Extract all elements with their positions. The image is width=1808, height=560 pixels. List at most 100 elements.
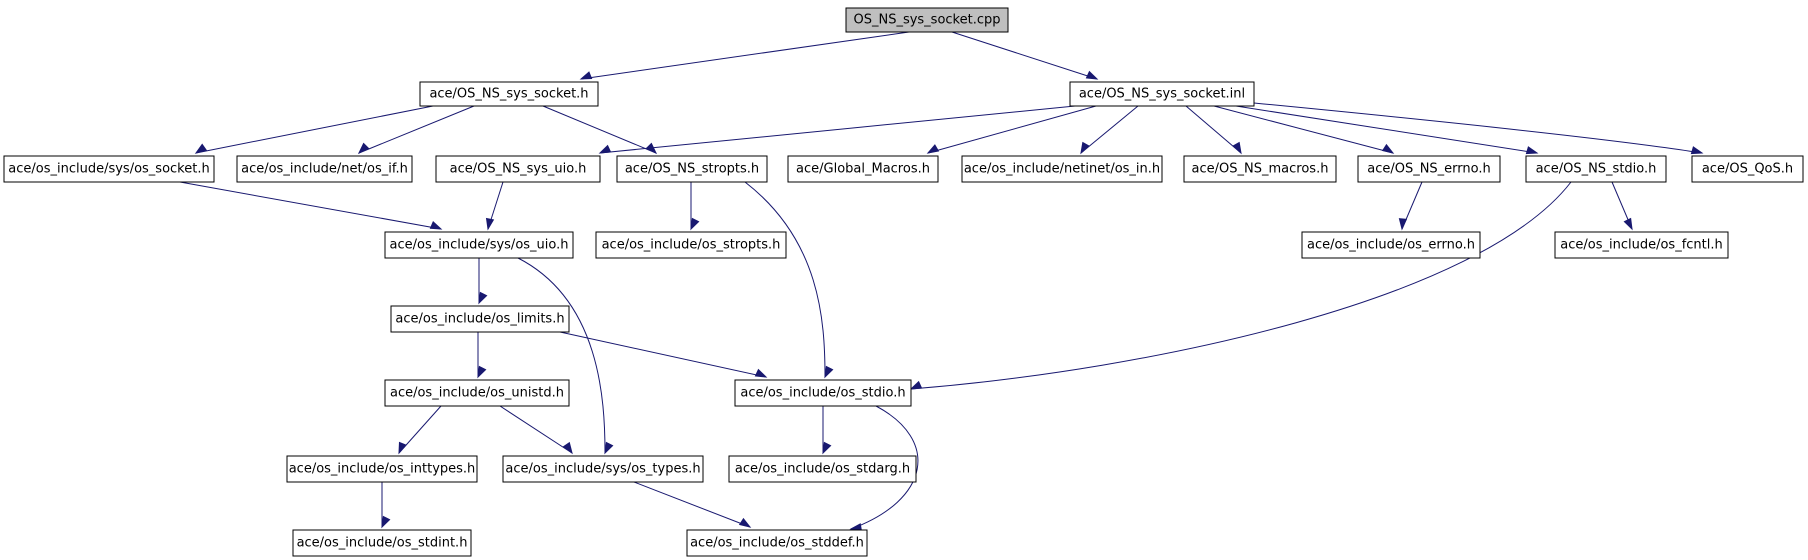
edge-sock-inl-to-qos [1253,102,1704,155]
node-label: ace/OS_NS_sys_uio.h [450,162,587,177]
node-os-errno-h[interactable]: ace/os_include/os_errno.h [1301,231,1481,259]
edge-os-stdio-to-os-stdarg [822,406,832,455]
arrowhead [478,291,488,305]
edge-line [633,481,751,528]
edge-line [580,31,910,80]
arrowhead [690,217,700,231]
edge-sock-inl-to-global-macros [926,105,1097,154]
node-label: ace/os_include/os_stdio.h [740,386,905,401]
node-label: ace/os_include/net/os_if.h [241,162,408,177]
edge-ns-errno-to-os-errno [1398,181,1423,231]
node-os-inttypes-h[interactable]: ace/os_include/os_inttypes.h [286,455,478,483]
node-ace-os-ns-sys-uio-h[interactable]: ace/OS_NS_sys_uio.h [435,155,601,183]
node-label: ace/os_include/os_errno.h [1307,238,1475,253]
node-os-unistd-h[interactable]: ace/os_include/os_unistd.h [384,379,570,407]
edge-os-inttypes-to-os-stdint [381,482,391,529]
edge-sock-inl-to-ns-stdio [1235,105,1539,155]
edge-sys-os-socket-to-sys-os-uio [179,181,443,230]
arrowhead [1381,143,1395,154]
edge-line [1080,105,1139,154]
edge-line [599,105,1076,154]
node-sys-os-uio-h[interactable]: ace/os_include/sys/os_uio.h [384,231,574,259]
edge-line [499,405,573,454]
edge-line [744,181,826,378]
edge-line [951,31,1098,80]
edge-ns-stdio-to-os-fcntl [1611,181,1633,231]
arrowhead [357,142,370,155]
arrowhead [429,220,443,230]
edge-stropts-to-os-stropts [690,182,700,231]
arrowhead [398,441,407,455]
arrowhead [824,365,834,379]
arrowhead [1690,146,1704,155]
edge-sock-inl-to-sys-uio [598,105,1076,154]
node-os-fcntl-h[interactable]: ace/os_include/os_fcntl.h [1554,231,1729,259]
arrowhead [194,143,208,154]
edge-sock-h-to-sys-os-socket [194,105,434,154]
node-label: ace/OS_NS_stdio.h [1536,162,1657,177]
node-sys-os-socket-h[interactable]: ace/os_include/sys/os_socket.h [3,155,215,183]
node-label: ace/OS_NS_macros.h [1192,162,1329,177]
node-label: ace/OS_NS_sys_socket.h [429,87,588,102]
node-label: ace/OS_NS_errno.h [1367,162,1491,177]
arrowhead [604,441,614,455]
node-label: ace/os_include/sys/os_socket.h [8,162,209,177]
node-label: ace/os_include/os_limits.h [395,312,564,327]
arrowhead [822,441,832,455]
node-os-stropts-h[interactable]: ace/os_include/os_stropts.h [595,231,787,259]
arrowhead [926,144,940,154]
node-label: ace/os_include/netinet/os_in.h [964,162,1160,177]
node-ace-global-macros-h[interactable]: ace/Global_Macros.h [787,155,939,183]
node-netinet-os-in-h[interactable]: ace/os_include/netinet/os_in.h [961,155,1163,183]
node-label: ace/OS_NS_sys_socket.inl [1079,87,1245,102]
node-ace-os-ns-stdio-h[interactable]: ace/OS_NS_stdio.h [1525,155,1667,183]
node-os-stdio-h[interactable]: ace/os_include/os_stdio.h [734,379,912,407]
edge-line [910,181,1572,390]
node-label: OS_NS_sys_socket.cpp [853,13,1000,28]
edge-stropts-to-os-stdio [744,181,834,379]
graph-edges [179,31,1704,532]
arrowhead [909,380,923,390]
node-os-stdarg-h[interactable]: ace/os_include/os_stdarg.h [728,455,917,483]
node-label: ace/os_include/os_unistd.h [390,386,564,401]
node-os-stddef-h[interactable]: ace/os_include/os_stddef.h [686,529,868,557]
edge-ns-stdio-to-os-stdio [909,181,1572,390]
node-sys-os-types-h[interactable]: ace/os_include/sys/os_types.h [502,455,704,483]
edge-sys-uio-h-to-sys-os-uio [485,181,504,231]
edge-sys-os-uio-to-sys-os-types [517,257,614,455]
edge-sys-os-types-to-os-stddef [633,481,752,528]
arrowhead [1525,146,1539,155]
edge-line [1253,102,1703,154]
edge-sys-os-uio-to-os-limits [478,258,488,305]
node-ace-os-ns-sys-socket-h[interactable]: ace/OS_NS_sys_socket.h [419,81,599,107]
edge-line [195,105,434,154]
edge-os-unistd-to-os-inttypes [398,405,442,455]
edge-line [1213,105,1394,154]
edge-line [850,405,919,530]
arrowhead [562,441,573,455]
node-label: ace/OS_NS_stropts.h [625,162,759,177]
graph-nodes: OS_NS_sys_socket.cpp ace/OS_NS_sys_socke… [3,7,1804,557]
edge-root-to-sock-inl [951,31,1099,80]
node-ace-os-ns-stropts-h[interactable]: ace/OS_NS_stropts.h [616,155,768,183]
node-ace-os-ns-macros-h[interactable]: ace/OS_NS_macros.h [1183,155,1337,183]
node-os-ns-sys-socket-cpp[interactable]: OS_NS_sys_socket.cpp [845,7,1009,33]
arrowhead [1398,218,1408,231]
edge-line [1185,105,1242,154]
arrowhead [1623,217,1633,231]
node-label: ace/os_include/os_inttypes.h [289,462,476,477]
arrowhead [485,217,495,231]
node-net-os-if-h[interactable]: ace/os_include/net/os_if.h [236,155,413,183]
edge-line [1235,105,1538,154]
node-ace-os-qos-h[interactable]: ace/OS_QoS.h [1691,155,1804,183]
node-label: ace/OS_QoS.h [1702,162,1793,177]
node-ace-os-ns-errno-h[interactable]: ace/OS_NS_errno.h [1357,155,1501,183]
node-os-limits-h[interactable]: ace/os_include/os_limits.h [390,305,570,333]
arrowhead [754,368,768,378]
edge-line [927,105,1097,154]
node-ace-os-ns-sys-socket-inl[interactable]: ace/OS_NS_sys_socket.inl [1069,81,1255,107]
node-os-stdint-h[interactable]: ace/os_include/os_stdint.h [292,529,472,557]
edge-sock-h-to-net-os-if [357,105,475,155]
arrowhead [477,365,487,379]
